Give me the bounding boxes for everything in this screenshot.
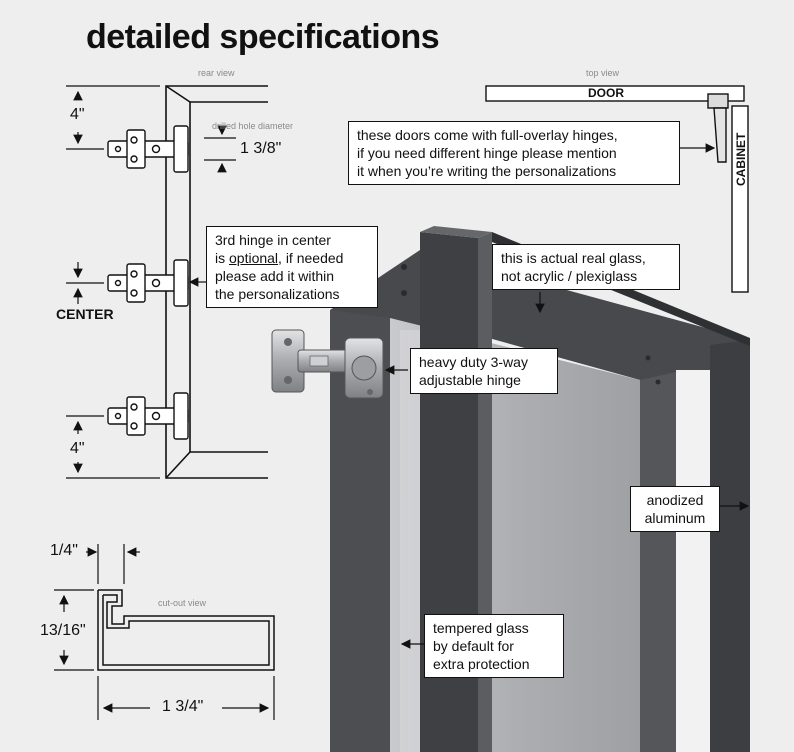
drilled-hole-caption: drilled hole diameter: [212, 121, 294, 131]
left-outer-profile: [330, 310, 390, 752]
front-stile-top: [420, 226, 492, 238]
bolt: [401, 264, 407, 270]
callout-line: aluminum: [644, 510, 706, 526]
callout-leaders: [188, 143, 750, 649]
bottom-offset-dimension: 4": [70, 440, 85, 457]
top-offset-dimension: 4": [70, 106, 85, 123]
callout-line: the personalizations: [215, 286, 340, 302]
full-overlay-callout: these doors come with full-overlay hinge…: [348, 121, 680, 185]
right-inner-profile: [640, 372, 676, 752]
top-view-door-label: DOOR: [588, 86, 624, 100]
bolt: [645, 355, 651, 361]
cutout-dimension-lines: [54, 544, 275, 720]
tempered-glass-callout: tempered glass by default for extra prot…: [424, 614, 564, 678]
callout-line: it when you’re writing the personalizati…: [357, 163, 617, 179]
callout-line: not acrylic / plexiglass: [501, 268, 638, 284]
real-glass-callout: this is actual real glass, not acrylic /…: [492, 244, 680, 290]
third-hinge-callout: 3rd hinge in center is optional, if need…: [206, 226, 378, 308]
callout-line: extra protection: [433, 656, 530, 672]
top-view-cabinet-label: CABINET: [734, 132, 748, 186]
callout-line: by default for: [433, 638, 514, 654]
callout-text: is: [215, 250, 229, 266]
rear-hinge-bottom: [107, 392, 189, 440]
optional-emphasis: optional: [229, 250, 279, 266]
rear-hinge-center: [107, 259, 189, 307]
callout-line: 3rd hinge in center: [215, 232, 331, 248]
top-view-caption: top view: [586, 68, 620, 78]
bolt: [655, 379, 661, 385]
bolt: [401, 290, 407, 296]
glass-highlight: [676, 370, 710, 752]
profile-width-dimension: 1 3/4": [162, 698, 204, 715]
photo-hinge: [271, 329, 384, 399]
callout-line: this is actual real glass,: [501, 250, 646, 266]
callout-line: is optional, if needed: [215, 249, 369, 267]
hinge-type-callout: heavy duty 3-way adjustable hinge: [410, 348, 558, 394]
callout-line: tempered glass: [433, 620, 529, 636]
callout-line: heavy duty 3-way: [419, 354, 528, 370]
callout-line: adjustable hinge: [419, 372, 521, 388]
center-label: CENTER: [56, 306, 114, 322]
hole-diameter-dimension: 1 3/8": [240, 140, 282, 157]
top-view-drawing: [485, 85, 749, 293]
callout-line: please add it within: [215, 268, 335, 284]
right-profile: [710, 340, 750, 752]
callout-text: , if needed: [278, 250, 344, 266]
callout-line: these doors come with full-overlay hinge…: [357, 127, 618, 143]
profile-height-dimension: 13/16": [40, 622, 86, 639]
callout-line: anodized: [646, 492, 704, 508]
lip-width-dimension: 1/4": [50, 542, 78, 559]
cutout-profile: [97, 589, 275, 671]
page-title: detailed specifications: [86, 18, 440, 56]
rear-view-caption: rear view: [198, 68, 235, 78]
aluminum-callout: anodized aluminum: [630, 486, 720, 532]
callout-line: if you need different hinge please menti…: [357, 145, 617, 161]
cutout-view-caption: cut-out view: [158, 598, 207, 608]
rear-dimension-lines: [66, 85, 236, 479]
rear-hinge-top: [107, 125, 189, 173]
